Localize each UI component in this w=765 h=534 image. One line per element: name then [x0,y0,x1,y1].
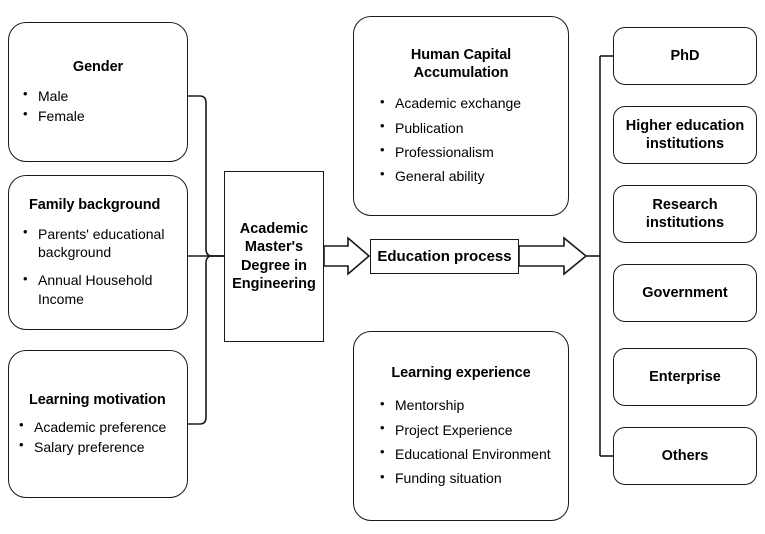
node-outcome-higher-education-institutions-label: Higher education institutions [625,117,745,152]
node-learning-motivation[interactable]: Learning motivation Academic preference … [8,350,188,498]
node-gender-title: Gender [72,58,124,75]
node-outcome-others-label: Others [661,447,709,464]
node-education-process[interactable]: Education process [370,239,519,274]
node-outcome-phd[interactable]: PhD [613,27,757,85]
node-family-background-bullets: Parents' educational background Annual H… [9,224,187,308]
node-outcome-phd-label: PhD [670,47,700,64]
list-item: Male [21,86,187,105]
list-item: Mentorship [378,396,568,414]
node-human-capital-accumulation-bullets: Academic exchange Publication Profession… [354,90,568,185]
list-item: General ability [378,166,568,185]
node-outcome-others[interactable]: Others [613,427,757,485]
list-item: Parents' educational background [21,224,187,261]
node-outcome-enterprise-label: Enterprise [649,368,721,385]
node-outcome-research-institutions-label: Research institutions [645,196,725,231]
node-human-capital-accumulation-title: Human Capital Accumulation [410,46,512,81]
list-item: Professionalism [378,142,568,161]
arrow-center-to-process [323,236,371,276]
list-item: Academic exchange [378,94,568,112]
node-family-background-title: Family background [29,197,161,214]
node-human-capital-accumulation[interactable]: Human Capital Accumulation Academic exch… [353,16,569,216]
list-item: Educational Environment [378,444,568,463]
node-learning-experience-bullets: Mentorship Project Experience Educationa… [354,392,568,487]
node-learning-experience-title: Learning experience [391,364,531,381]
list-item: Annual Household Income [21,271,187,307]
node-outcome-government[interactable]: Government [613,264,757,322]
connector-gender-to-center [188,95,224,257]
node-academic-masters-degree-label: Academic Master's Degree in Engineering [232,221,316,292]
node-learning-motivation-title: Learning motivation [29,391,166,408]
node-academic-masters-degree[interactable]: Academic Master's Degree in Engineering [224,171,324,342]
list-item: Academic preference [17,417,187,436]
arrow-process-to-outcomes [518,236,588,276]
node-outcome-higher-education-institutions[interactable]: Higher education institutions [613,106,757,164]
node-outcome-enterprise[interactable]: Enterprise [613,348,757,406]
list-item: Funding situation [378,469,568,487]
node-learning-experience[interactable]: Learning experience Mentorship Project E… [353,331,569,521]
list-item: Project Experience [378,420,568,439]
node-gender-bullets: Male Female [9,86,187,125]
node-family-background[interactable]: Family background Parents' educational b… [8,175,188,330]
connector-motivation-to-center [188,255,224,425]
list-item: Salary preference [17,437,187,456]
node-learning-motivation-bullets: Academic preference Salary preference [9,417,187,456]
list-item: Publication [378,118,568,137]
node-outcome-government-label: Government [642,284,728,301]
node-gender[interactable]: Gender Male Female [8,22,188,162]
node-outcome-research-institutions[interactable]: Research institutions [613,185,757,243]
list-item: Female [21,106,187,125]
node-education-process-label: Education process [377,248,512,265]
